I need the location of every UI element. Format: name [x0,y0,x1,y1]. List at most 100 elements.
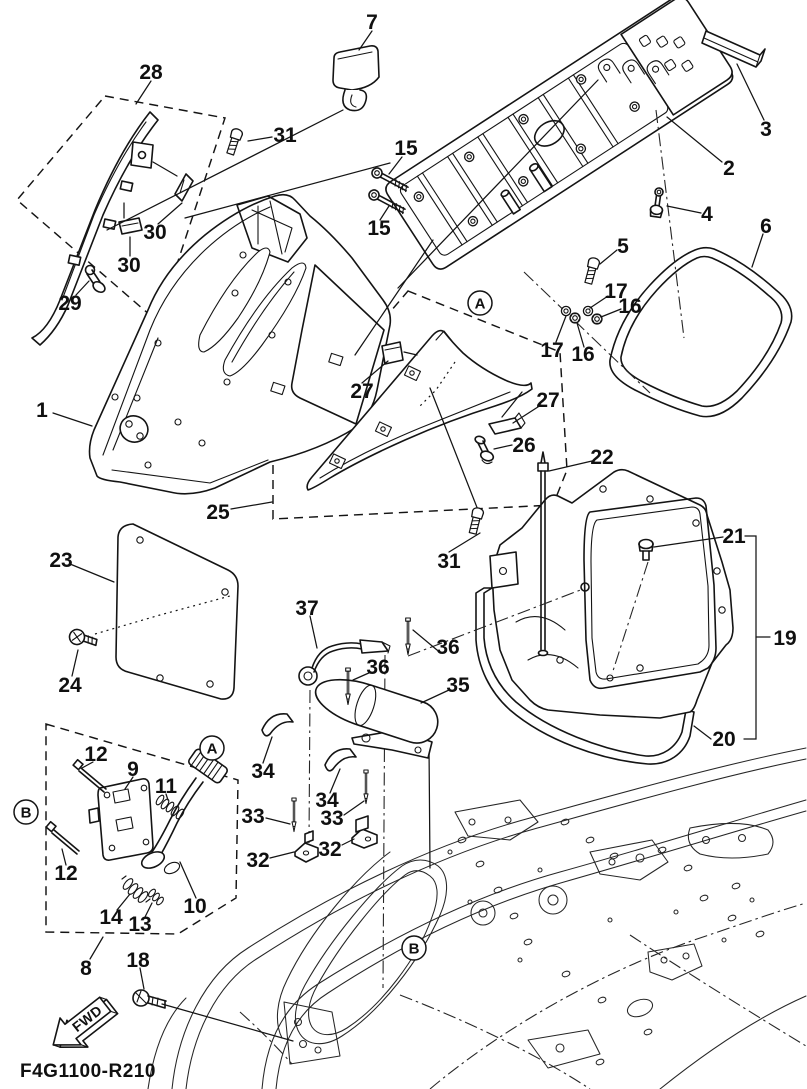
damper-clips-34 [261,713,357,772]
callout-19: 19 [773,627,796,650]
spring-14 [121,875,151,903]
callout-23: 23 [49,549,72,572]
rail-20 [475,587,695,765]
callout-1: 1 [36,399,48,422]
bolts-15 [368,167,409,215]
grommet-26 [474,435,495,465]
callout-35: 35 [446,674,470,697]
leader-18-long [161,1003,294,1042]
stowage-tray-19 [489,451,734,719]
pedal-10 [140,748,228,875]
screw-36-right [405,617,411,656]
callout-34: 34 [315,789,339,812]
ref-marker-B: B [13,799,39,825]
callout-5: 5 [617,235,629,258]
callout-12: 12 [54,862,77,885]
windshield-trim-28 [31,111,194,346]
centerline-35 [428,744,431,869]
screw-5 [582,256,601,286]
callout-27: 27 [536,389,559,412]
seal-strip-3 [701,30,766,68]
pin-12-top [72,758,107,793]
centerline-fasteners [523,271,651,394]
callout-10: 10 [183,895,206,918]
side-visor-panel-27 [306,329,533,536]
screw-33-right [363,769,369,805]
fwd-arrow: FWD [52,996,119,1048]
callout-16: 16 [618,295,641,318]
resonator-35 [314,678,439,759]
screw-24 [68,628,98,647]
brackets-32 [294,815,378,863]
callout-11: 11 [155,775,178,798]
callout-2: 2 [723,157,735,180]
screw-31-bottom [466,506,485,536]
callout-25: 25 [206,501,230,524]
screw-18 [132,989,167,1009]
callout-14: 14 [99,906,123,929]
callout-31: 31 [273,124,297,147]
hood-1 [88,193,392,495]
callout-30: 30 [117,254,140,277]
bracket-19-20-21 [653,535,771,740]
ref-marker-B: B [401,935,427,961]
callout-7: 7 [366,11,378,34]
deck-position-line [397,79,599,289]
callout-20: 20 [712,728,735,751]
callout-26: 26 [512,434,535,457]
callout-28: 28 [139,61,163,84]
callout-33: 33 [320,807,343,830]
callout-27: 27 [350,380,373,403]
callout-32: 32 [246,849,269,872]
callout-4: 4 [701,203,713,226]
centerline-37 [308,689,311,844]
callout-30: 30 [143,221,166,244]
callout-3: 3 [760,118,772,141]
leader-lines [52,30,765,990]
screw-33-left [291,797,297,833]
callout-24: 24 [58,674,82,697]
callout-6: 6 [760,215,772,238]
callout-32: 32 [318,838,341,861]
latch-position-line [106,109,344,231]
pedal-group-8 [45,748,228,906]
callout-17: 17 [540,339,563,362]
callout-18: 18 [126,949,150,972]
hull-phantom-outline [147,747,807,1089]
deck-mount-line [354,239,434,356]
callout-29: 29 [58,292,81,315]
callout-15: 15 [394,137,418,160]
bushing-13 [148,888,164,906]
damper-4 [649,187,664,219]
callout-33: 33 [241,805,264,828]
hood-latch-7 [332,45,380,112]
screw-31-top [224,126,245,157]
callout-22: 22 [590,446,613,469]
callout-9: 9 [127,758,139,781]
callout-17: 17 [604,280,627,303]
callout-31: 31 [437,550,461,573]
diagram-code: F4G1100-R210 [20,1061,156,1082]
washers-nuts-16-17 [560,305,603,325]
pin-22 [537,451,549,657]
callout-13: 13 [128,913,151,936]
callout-16: 16 [571,343,594,366]
callout-8: 8 [80,957,92,980]
centerline-36 [407,588,584,657]
callout-37: 37 [295,597,318,620]
engine-hatch-frame-2 [385,0,734,270]
callout-36: 36 [366,656,389,679]
pin-12-bottom [45,820,80,855]
ref-marker-A: A [199,735,225,761]
trim-position-line [184,162,391,219]
bolt-21 [638,538,654,561]
access-panel-23 [68,523,239,700]
callout-34: 34 [251,760,275,783]
callout-12: 12 [84,743,107,766]
svg-text:A: A [207,741,218,758]
svg-text:B: B [409,941,420,958]
callout-labels-layer: 1234567891011121213141515161617171819202… [36,11,797,980]
